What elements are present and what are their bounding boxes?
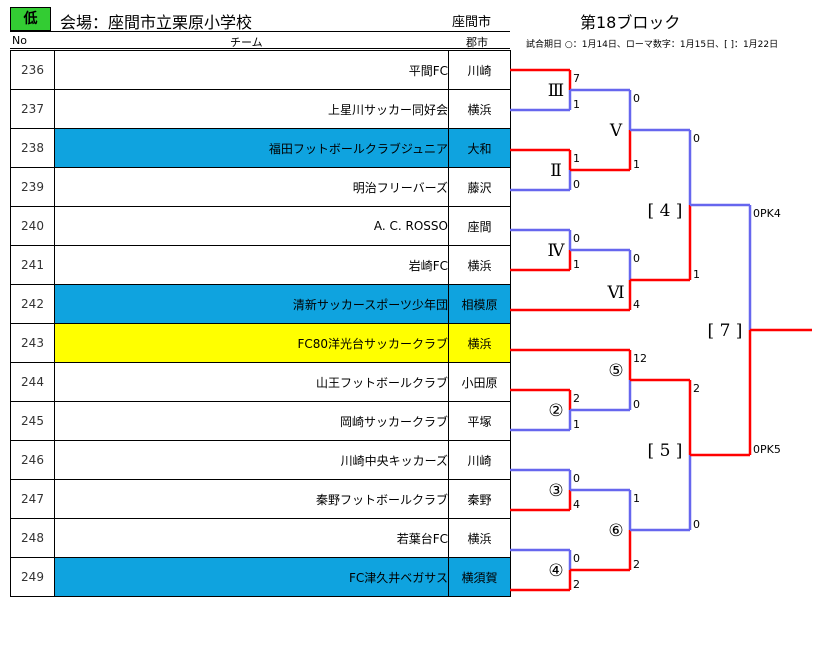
team-city: 横浜 bbox=[448, 245, 511, 285]
team-number: 247 bbox=[10, 479, 55, 519]
team-name: A. C. ROSSO bbox=[54, 206, 449, 246]
host-city: 座間市 bbox=[452, 15, 492, 30]
round-label: [ 5 ] bbox=[648, 441, 683, 461]
team-number: 237 bbox=[10, 89, 55, 129]
team-name: 平間FC bbox=[54, 50, 449, 90]
score-top: 12 bbox=[633, 352, 647, 365]
score-bottom: 0 bbox=[633, 398, 640, 411]
score-top: 2 bbox=[693, 382, 700, 395]
score-bottom: 1 bbox=[633, 158, 640, 171]
schedule-note: 試合期日 ○：1月14日、ローマ数字：1月15日、[ ]：1月22日 bbox=[526, 40, 779, 50]
category-badge: 低 bbox=[10, 7, 51, 31]
team-city: 横浜 bbox=[448, 518, 511, 558]
round-label: ③ bbox=[548, 481, 563, 501]
round-label: Ⅳ bbox=[548, 241, 566, 261]
score-bottom: 1 bbox=[573, 258, 580, 271]
team-city: 川崎 bbox=[448, 50, 511, 90]
team-name: FC80洋光台サッカークラブ bbox=[54, 323, 449, 363]
team-name: 若葉台FC bbox=[54, 518, 449, 558]
team-name: 上星川サッカー同好会 bbox=[54, 89, 449, 129]
score-top: 0PK4 bbox=[753, 207, 781, 220]
team-city: 座間 bbox=[448, 206, 511, 246]
score-top: 0 bbox=[573, 552, 580, 565]
score-bottom: 1 bbox=[693, 268, 700, 281]
score-bottom: 0 bbox=[573, 178, 580, 191]
column-header-team: チーム bbox=[230, 36, 263, 49]
round-label: [ 4 ] bbox=[648, 201, 683, 221]
score-bottom: 0 bbox=[693, 518, 700, 531]
round-label: [ 7 ] bbox=[708, 321, 743, 341]
round-label: ② bbox=[548, 401, 563, 421]
score-top: 0 bbox=[633, 92, 640, 105]
team-number: 239 bbox=[10, 167, 55, 207]
team-name: 秦野フットボールクラブ bbox=[54, 479, 449, 519]
score-top: 0 bbox=[633, 252, 640, 265]
team-city: 相模原 bbox=[448, 284, 511, 324]
score-top: 2 bbox=[573, 392, 580, 405]
round-label: Ⅵ bbox=[606, 283, 624, 303]
team-city: 大和 bbox=[448, 128, 511, 168]
team-city: 横須賀 bbox=[448, 557, 511, 597]
team-number: 249 bbox=[10, 557, 55, 597]
team-city: 藤沢 bbox=[448, 167, 511, 207]
header-rule bbox=[10, 31, 510, 32]
round-label: ⑥ bbox=[608, 521, 623, 541]
score-top: 0 bbox=[573, 232, 580, 245]
team-city: 平塚 bbox=[448, 401, 511, 441]
column-header-no: No bbox=[12, 34, 27, 47]
score-top: 7 bbox=[573, 72, 580, 85]
round-label: Ⅴ bbox=[609, 121, 623, 141]
team-city: 川崎 bbox=[448, 440, 511, 480]
round-label: Ⅲ bbox=[548, 81, 564, 101]
column-header-city: 郡市 bbox=[466, 36, 488, 49]
score-bottom: 1 bbox=[573, 418, 580, 431]
team-number: 244 bbox=[10, 362, 55, 402]
score-top: 1 bbox=[573, 152, 580, 165]
score-top: 0 bbox=[573, 472, 580, 485]
score-top: 1 bbox=[633, 492, 640, 505]
round-label: ④ bbox=[548, 561, 563, 581]
header-rule-bottom bbox=[10, 48, 510, 49]
team-city: 横浜 bbox=[448, 323, 511, 363]
team-name: 福田フットボールクラブジュニア bbox=[54, 128, 449, 168]
score-bottom: 4 bbox=[633, 298, 640, 311]
score-bottom: 4 bbox=[573, 498, 580, 511]
team-number: 238 bbox=[10, 128, 55, 168]
round-label: ⑤ bbox=[608, 361, 623, 381]
score-bottom: 0PK5 bbox=[753, 443, 781, 456]
venue-title: 会場：座間市立栗原小学校 bbox=[60, 13, 253, 32]
round-label: Ⅱ bbox=[550, 161, 562, 181]
score-bottom: 2 bbox=[573, 578, 580, 591]
block-title: 第18ブロック bbox=[580, 13, 681, 32]
team-name: 岡崎サッカークラブ bbox=[54, 401, 449, 441]
team-city: 小田原 bbox=[448, 362, 511, 402]
score-bottom: 1 bbox=[573, 98, 580, 111]
team-number: 248 bbox=[10, 518, 55, 558]
score-bottom: 2 bbox=[633, 558, 640, 571]
score-top: 0 bbox=[693, 132, 700, 145]
team-number: 243 bbox=[10, 323, 55, 363]
team-name: FC津久井ベガサス bbox=[54, 557, 449, 597]
